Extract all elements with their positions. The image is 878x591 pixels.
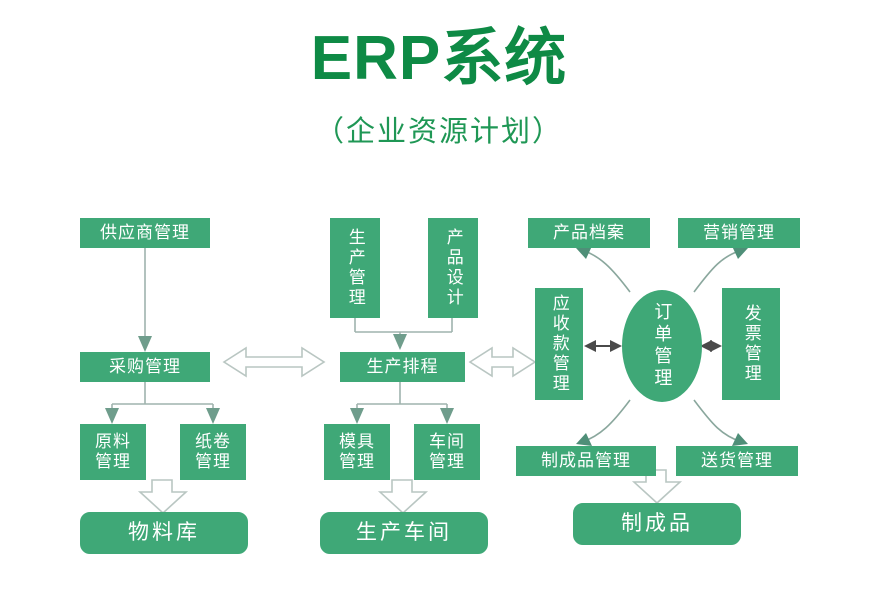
- curve-order-to-finished-goods-mgmt: [581, 399, 631, 443]
- link-supplier-to-purchase-head: [138, 336, 152, 352]
- node-workshop-line1: 车间: [429, 432, 465, 452]
- node-mold-line2: 管理: [339, 452, 375, 471]
- node-production-workshop[interactable]: 生产车间: [320, 512, 488, 554]
- link-scheduling-to-workshop-head: [440, 408, 454, 424]
- hollow-arrow-to-material-warehouse: [137, 479, 189, 515]
- node-raw-material-management[interactable]: 原料 管理: [80, 424, 146, 480]
- curve-order-to-delivery-mgmt-head: [732, 433, 748, 446]
- node-supplier-management[interactable]: 供应商管理: [80, 218, 210, 248]
- node-production-scheduling[interactable]: 生产排程: [340, 352, 465, 382]
- node-mold-line1: 模具: [339, 432, 375, 452]
- curve-order-to-delivery-mgmt: [693, 399, 743, 443]
- node-invoice-management[interactable]: 发票管理: [722, 288, 780, 400]
- node-raw-material-line2: 管理: [95, 452, 131, 471]
- node-product-design[interactable]: 产品设计: [428, 218, 478, 318]
- curve-order-to-finished-goods-mgmt-head: [576, 433, 592, 446]
- node-production-management[interactable]: 生产管理: [330, 218, 380, 318]
- node-paper-roll-line1: 纸卷: [195, 432, 231, 452]
- link-purchase-to-raw-head: [105, 408, 119, 424]
- node-purchase-management[interactable]: 采购管理: [80, 352, 210, 382]
- solid-arrow-order-to-receivables: [584, 340, 622, 352]
- node-workshop-management[interactable]: 车间 管理: [414, 424, 480, 480]
- node-order-management[interactable]: 订单管理: [622, 290, 702, 402]
- node-product-archive[interactable]: 产品档案: [528, 218, 650, 248]
- solid-arrow-order-to-invoice: [700, 340, 722, 352]
- node-finished-goods[interactable]: 制成品: [573, 503, 741, 545]
- node-raw-material-line1: 原料: [95, 432, 131, 452]
- hollow-arrow-to-production-workshop: [377, 479, 429, 515]
- node-paper-roll-management[interactable]: 纸卷 管理: [180, 424, 246, 480]
- node-receivables-management[interactable]: 应收款管理: [535, 288, 583, 400]
- double-arrow-scheduling-receivables: [468, 346, 537, 378]
- node-delivery-management[interactable]: 送货管理: [676, 446, 798, 476]
- node-mold-management[interactable]: 模具 管理: [324, 424, 390, 480]
- link-scheduling-to-mold-head: [350, 408, 364, 424]
- node-workshop-line2: 管理: [429, 452, 465, 471]
- node-finished-goods-management[interactable]: 制成品管理: [516, 446, 656, 476]
- page-subtitle: （企业资源计划）: [314, 116, 563, 148]
- link-purchase-to-paper-head: [206, 408, 220, 424]
- node-marketing-management[interactable]: 营销管理: [678, 218, 800, 248]
- curve-order-to-marketing: [693, 249, 743, 293]
- node-paper-roll-line2: 管理: [195, 452, 231, 471]
- link-prod-join-head: [393, 334, 407, 350]
- curve-order-to-product-archive: [581, 249, 631, 293]
- double-arrow-purchase-scheduling: [222, 346, 326, 378]
- page-title: ERP系统: [310, 24, 568, 93]
- node-material-warehouse[interactable]: 物料库: [80, 512, 248, 554]
